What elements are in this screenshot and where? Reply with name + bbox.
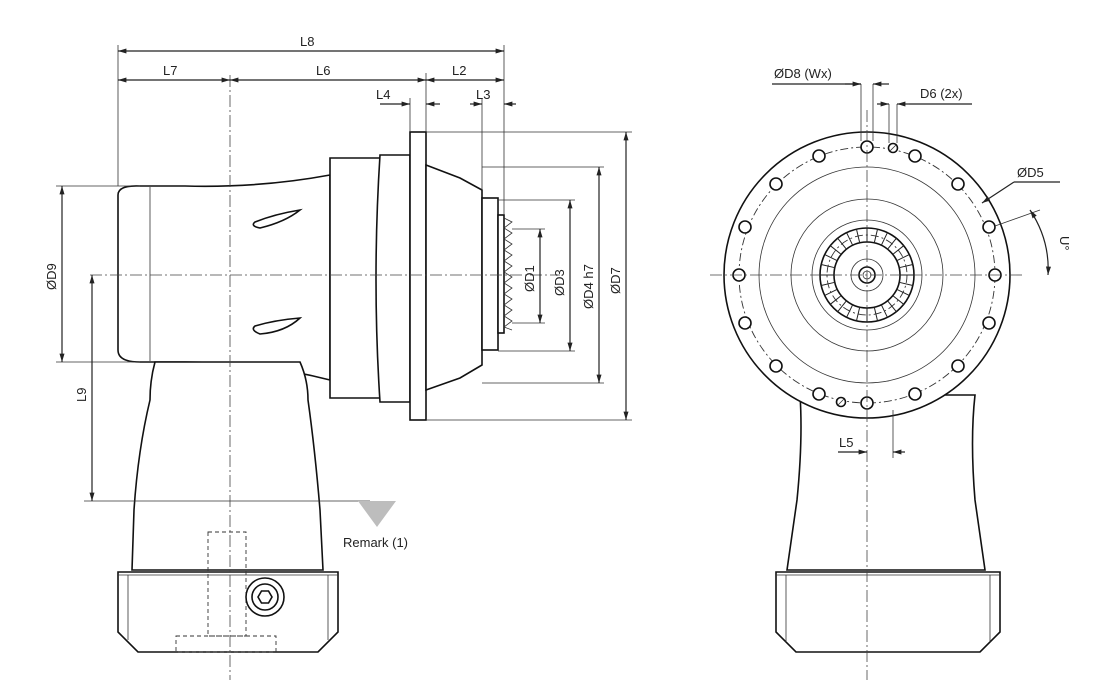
spline-tooth-line: [892, 245, 905, 255]
spline-tooth-line: [892, 295, 905, 305]
spline-tooth-line: [899, 264, 913, 269]
dim-L9: L9: [74, 388, 89, 402]
vent-slot-top: [252, 208, 303, 229]
dim-L7: L7: [163, 63, 177, 78]
front-view: [710, 110, 1025, 680]
dim-L5: L5: [839, 435, 853, 450]
spline-tooth-line: [837, 237, 847, 250]
output-flange: [409, 131, 427, 421]
spline-tooth-line: [896, 288, 910, 296]
motor-adapter: [117, 571, 339, 653]
spline-tooth-line: [824, 288, 838, 296]
spline-tooth-line: [829, 295, 842, 305]
hidden-shaft: [175, 635, 277, 653]
dim-D3: ØD3: [552, 269, 567, 296]
gearbox-body: [329, 157, 381, 399]
dim-L4: L4: [376, 87, 390, 102]
dim-U: U°: [1057, 236, 1072, 251]
dim-L6: L6: [316, 63, 330, 78]
front-dimensions: ØD8 (Wx) D6 (2x) ØD5 U° L5: [772, 66, 1072, 458]
dim-L3: L3: [476, 87, 490, 102]
spline-tooth-line: [829, 245, 842, 255]
dim-D5: ØD5: [1017, 165, 1044, 180]
dim-D4: ØD4 h7: [581, 264, 596, 309]
dim-D1: ØD1: [522, 265, 537, 292]
lower-housing: [131, 361, 324, 571]
side-view: [90, 75, 560, 680]
dim-L8: L8: [300, 34, 314, 49]
dim-D9: ØD9: [44, 263, 59, 290]
remark-marker-icon: [358, 501, 396, 527]
spline-tooth-line: [896, 254, 910, 262]
spline-tooth-line: [837, 300, 847, 313]
side-dimensions: L8 L7 L6 L2 L4 L3 ØD9 L9 ØD1 ØD3: [44, 34, 632, 550]
spline-tooth-line: [873, 307, 878, 321]
dim-D6: D6 (2x): [920, 86, 963, 101]
spline-tooth-line: [821, 281, 835, 286]
spline-tooth-line: [824, 254, 838, 262]
spline-tooth-line: [880, 232, 888, 246]
hex-socket-icon: [257, 590, 273, 604]
spline-tooth-line: [846, 232, 854, 246]
spline-tooth-line: [856, 229, 861, 243]
spline-tooth-line: [856, 307, 861, 321]
spline-tooth-line: [887, 300, 897, 313]
remark-label: Remark (1): [343, 535, 408, 550]
spline-tooth-line: [880, 304, 888, 318]
spline-tooth-line: [873, 229, 878, 243]
spline-tooth-line: [899, 281, 913, 286]
dim-L2: L2: [452, 63, 466, 78]
dim-D8: ØD8 (Wx): [774, 66, 832, 81]
spline-tooth-line: [821, 264, 835, 269]
front-lower-housing: [786, 394, 986, 571]
front-adapter: [775, 571, 1001, 653]
dim-D7: ØD7: [608, 267, 623, 294]
vent-slot-bottom: [252, 317, 303, 335]
spline-tooth-line: [846, 304, 854, 318]
bolt-holes: [732, 140, 1002, 410]
output-hub: [481, 197, 499, 351]
spline-shaft: [497, 214, 513, 334]
spline-tooth-line: [887, 237, 897, 250]
spline-teeth: [820, 228, 914, 322]
